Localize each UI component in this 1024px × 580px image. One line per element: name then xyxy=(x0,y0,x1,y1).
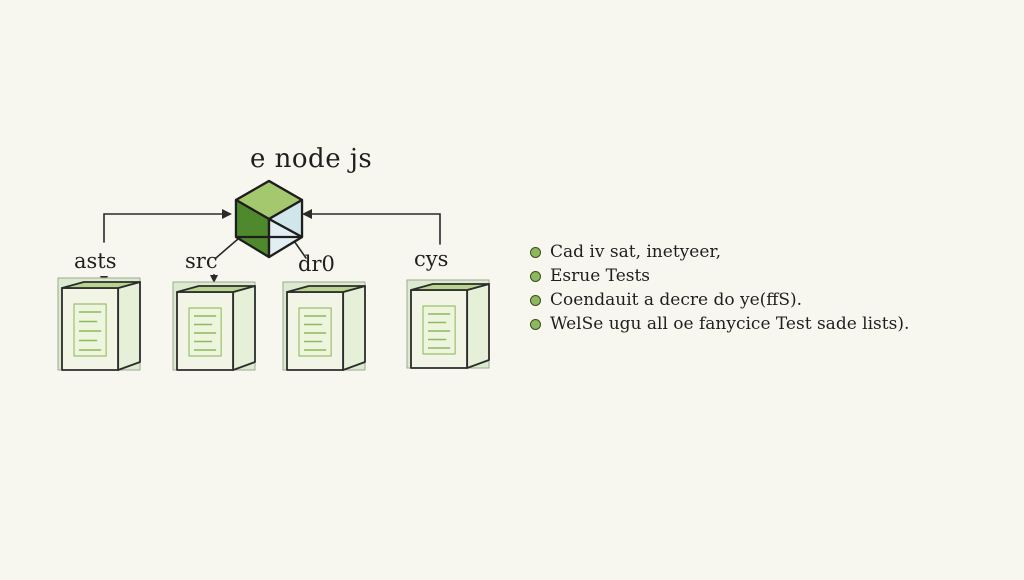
connector-right xyxy=(305,213,441,245)
folder-label-cys: cys xyxy=(414,247,449,271)
folder-box-src xyxy=(172,281,256,371)
connector-left xyxy=(103,213,229,243)
folder-box-cys xyxy=(406,279,490,369)
note-text: Esrue Tests xyxy=(550,266,651,286)
diagram-title: e node js xyxy=(250,144,373,174)
folder-label-src: src xyxy=(185,249,218,273)
note-item: WelSe ugu all oe fanycice Test sade list… xyxy=(530,312,909,336)
arrow-right xyxy=(302,209,312,219)
notes-list: Cad iv sat, inetyeer, Esrue Tests Coenda… xyxy=(530,240,909,336)
note-text: Cad iv sat, inetyeer, xyxy=(550,242,722,262)
bullet-icon xyxy=(530,270,541,282)
folder-box-asts xyxy=(57,277,141,371)
bullet-icon xyxy=(530,294,541,306)
note-text: WelSe ugu all oe fanycice Test sade list… xyxy=(550,314,910,334)
node-hexagon-icon xyxy=(234,179,304,259)
bullet-icon xyxy=(530,246,541,258)
arrow-left xyxy=(222,209,232,219)
note-item: Cad iv sat, inetyeer, xyxy=(530,240,909,264)
note-text: Coendauit a decre do ye(ffS). xyxy=(550,290,803,310)
folder-label-dr0: dr0 xyxy=(298,252,335,276)
folder-label-asts: asts xyxy=(74,249,117,273)
bullet-icon xyxy=(530,318,541,330)
note-item: Esrue Tests xyxy=(530,264,909,288)
folder-box-dr0 xyxy=(282,281,366,371)
note-item: Coendauit a decre do ye(ffS). xyxy=(530,288,909,312)
